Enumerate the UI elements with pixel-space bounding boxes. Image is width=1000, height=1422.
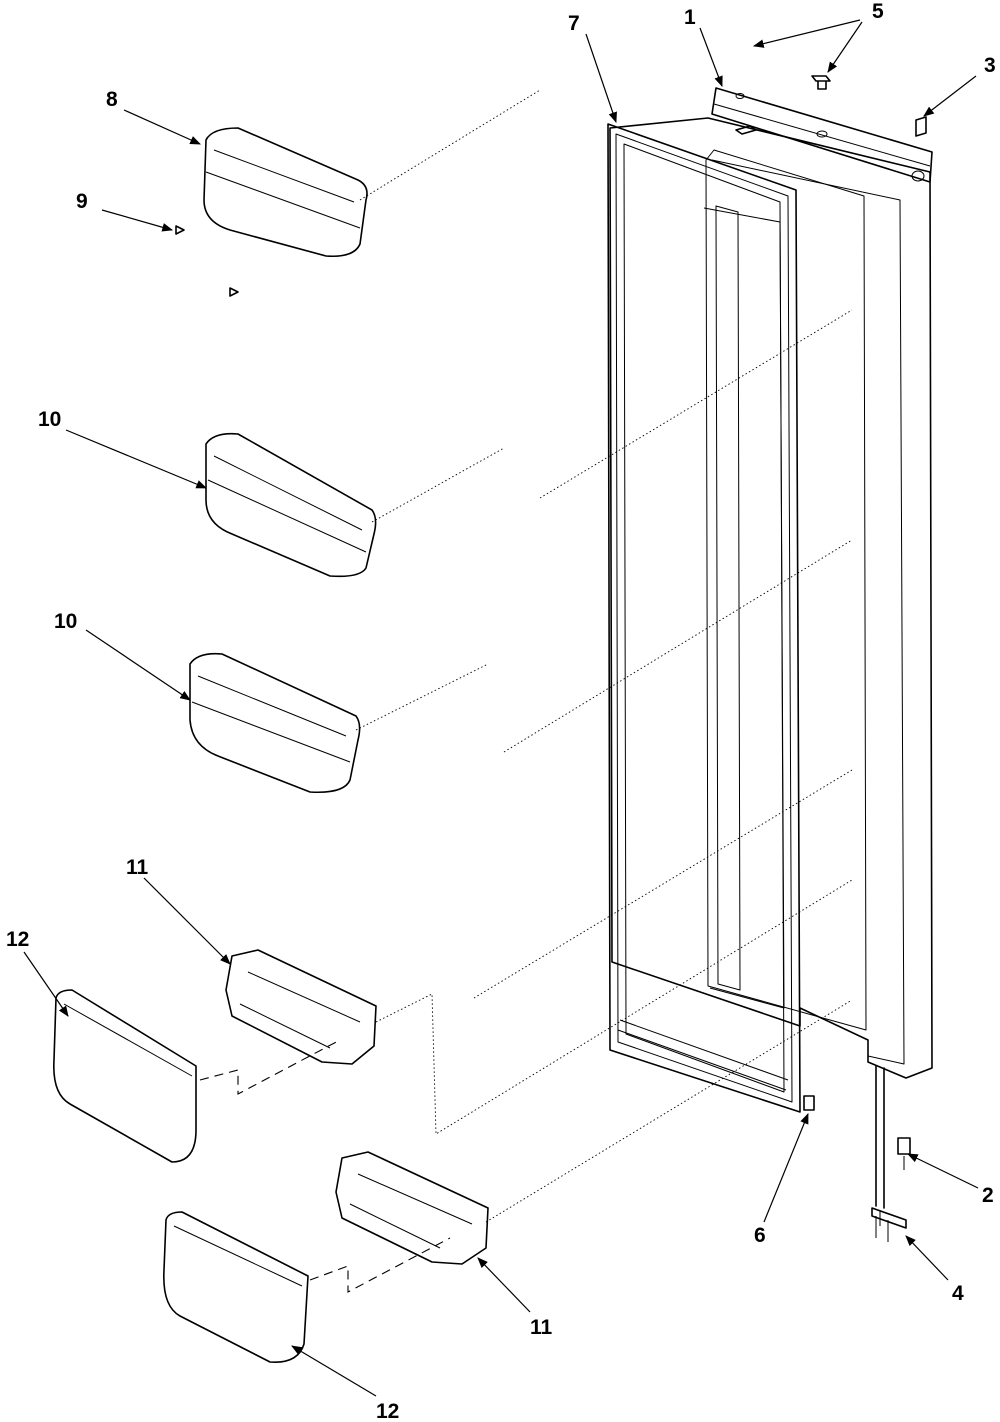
callout-9: 9 <box>76 190 88 213</box>
door-bin-middle <box>205 432 377 578</box>
callout-7: 7 <box>568 12 580 35</box>
callout-8: 8 <box>106 88 118 111</box>
dairy-bin-lower <box>335 1151 489 1265</box>
hinge-pin-caps <box>735 75 831 135</box>
callout-12b: 12 <box>376 1400 399 1422</box>
bin-mount-screws <box>175 225 239 297</box>
callout-11b: 11 <box>530 1316 553 1339</box>
shelf-slot-column <box>715 205 741 991</box>
callout-3: 3 <box>984 54 996 77</box>
assembly-guide-lines <box>199 89 853 1293</box>
door-top-cap <box>711 87 933 183</box>
callout-leaders <box>23 19 979 1397</box>
callout-12a: 12 <box>6 928 29 951</box>
bottom-hinge-rod <box>875 1065 885 1226</box>
callout-10b: 10 <box>54 610 77 633</box>
callout-10a: 10 <box>38 408 61 431</box>
handle-clip <box>915 116 927 137</box>
callout-11a: 11 <box>126 856 149 879</box>
deep-bin-upper <box>53 989 197 1163</box>
door-stop <box>803 1095 815 1111</box>
callout-6: 6 <box>754 1224 766 1247</box>
dairy-bin-upper <box>225 949 377 1065</box>
hinge-plate-and-screws <box>871 1207 907 1242</box>
callout-2: 2 <box>982 1184 994 1207</box>
door-bin-top <box>203 127 368 258</box>
door-panel <box>609 117 933 1079</box>
callout-5: 5 <box>872 0 884 23</box>
deep-bin-lower <box>163 1211 309 1363</box>
callout-4: 4 <box>952 1282 964 1305</box>
door-bin-lower <box>189 652 361 794</box>
callout-1: 1 <box>684 6 696 29</box>
door-gasket <box>607 123 801 1113</box>
